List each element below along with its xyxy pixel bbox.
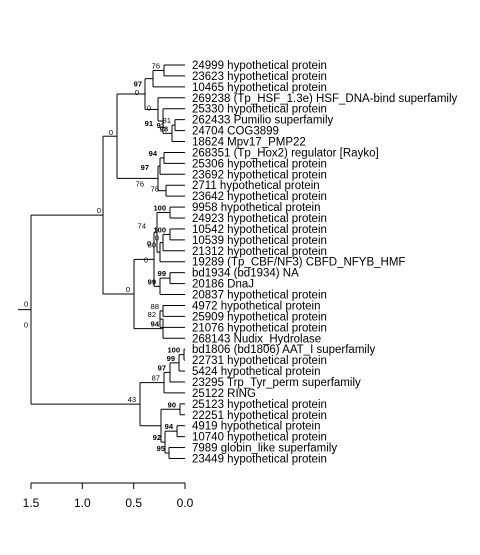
support-value: 78	[151, 185, 159, 194]
leaf-label: 21312 hypothetical protein	[192, 246, 327, 258]
leaf-label: 4919 hypothetical protein	[192, 421, 321, 433]
leaf-label: 2711 hypothetical protein	[192, 180, 320, 192]
leaf-label: 23623 hypothetical protein	[192, 71, 327, 83]
support-value: 88	[151, 302, 159, 311]
leaf-label: 22731 hypothetical protein	[192, 355, 327, 367]
support-value: 97	[158, 363, 166, 372]
support-value: 94	[151, 320, 160, 329]
axis-tick-label: 1.5	[23, 496, 40, 510]
leaf-label: 10539 hypothetical protein	[192, 235, 327, 247]
support-value: 81	[163, 116, 171, 125]
leaf-label: 23692 hypothetical protein	[192, 169, 327, 181]
leaf-label: bd1806 (bd1806) AAT_I superfamily	[192, 344, 376, 356]
support-value: 91	[145, 119, 153, 128]
leaf-label: 24923 hypothetical protein	[192, 213, 327, 225]
axis-tick-label: 1.0	[74, 496, 91, 510]
leaf-label: 20186 DnaJ	[192, 279, 254, 291]
support-value: 0	[147, 103, 151, 112]
support-value: 97	[134, 80, 142, 89]
tree-branches	[18, 64, 185, 459]
support-value: 76	[152, 61, 160, 70]
leaf-label: 10740 hypothetical protein	[192, 432, 327, 444]
support-value: 91	[157, 121, 165, 130]
leaf-label: 21076 hypothetical protein	[192, 322, 327, 334]
support-value: 76	[136, 179, 144, 188]
leaf-label: 5424 hypothetical protein	[192, 366, 321, 378]
leaf-label: 10465 hypothetical protein	[192, 82, 327, 94]
leaf-label: 10542 hypothetical protein	[192, 224, 327, 236]
leaf-label: 25122 RING	[192, 388, 256, 400]
leaf-label: 25909 hypothetical protein	[192, 311, 327, 323]
support-value: 0	[126, 285, 130, 294]
leaf-label: 20837 hypothetical protein	[192, 290, 327, 302]
support-value: 90	[168, 400, 176, 409]
leaf-label: 25306 hypothetical protein	[192, 158, 327, 170]
leaf-label: 25123 hypothetical protein	[192, 399, 327, 411]
support-value: 82	[148, 310, 156, 319]
support-value: 43	[128, 395, 136, 404]
support-value: 0	[144, 255, 148, 264]
support-value: 94	[149, 149, 158, 158]
leaf-label: 23449 hypothetical protein	[192, 453, 327, 465]
support-value: 0	[135, 88, 139, 97]
support-value: 100	[167, 346, 180, 355]
leaf-label: 268351 (Tp_Hox2) regulator [Rayko]	[192, 147, 379, 159]
leaf-label: 23642 hypothetical protein	[192, 191, 327, 203]
support-value: 99	[167, 354, 175, 363]
support-value: 0	[155, 234, 159, 243]
leaf-label: bd1934 (bd1934) NA	[192, 268, 299, 280]
axis-tick-label: 0.5	[125, 496, 142, 510]
support-value: 92	[153, 433, 161, 442]
leaf-label: 24704 COG3899	[192, 126, 279, 138]
support-value: 80	[148, 241, 156, 250]
support-value: 74	[138, 221, 146, 230]
leaf-label: 9958 hypothetical protein	[192, 202, 321, 214]
leaf-label: 22251 hypothetical protein	[192, 410, 327, 422]
support-value: 100	[153, 225, 166, 234]
axis-tick-label: 0.0	[177, 496, 194, 510]
support-value: 99	[158, 269, 166, 278]
support-value: 98	[160, 124, 168, 133]
support-value: 95	[157, 444, 165, 453]
leaf-label: 4972 hypothetical protein	[192, 300, 321, 312]
scale-axis: 1.5 1.0 0.5 0.0	[23, 482, 194, 510]
support-value: 0	[109, 128, 113, 137]
leaf-label: 19289 (Tp_CBF/NF3) CBFD_NFYB_HMF	[192, 257, 405, 269]
leaf-label: 269238 (Tp_HSF_1.3e) HSF_DNA-bind superf…	[192, 93, 458, 105]
support-value: 94	[165, 422, 174, 431]
support-value: 99	[148, 277, 156, 286]
root-support-value: 0	[24, 300, 28, 309]
support-value: 97	[141, 163, 149, 172]
leaf-label: 268143 Nudix_Hydrolase	[192, 333, 321, 345]
leaf-label: 262433 Pumilio superfamily	[192, 115, 334, 127]
leaf-label: 7989 globin_like superfamily	[192, 443, 337, 455]
leaf-label: 23295 Trp_Tyr_perm superfamily	[192, 377, 361, 389]
support-value: 100	[153, 204, 166, 213]
leaf-label: 18624 Mpv17_PMP22	[192, 137, 306, 149]
support-value: 0	[24, 321, 28, 330]
support-value: 0	[97, 206, 101, 215]
leaf-label: 24999 hypothetical protein	[192, 60, 327, 72]
support-value: 0	[147, 239, 151, 248]
support-value: 87	[152, 374, 160, 383]
leaf-label: 25330 hypothetical protein	[192, 104, 327, 116]
